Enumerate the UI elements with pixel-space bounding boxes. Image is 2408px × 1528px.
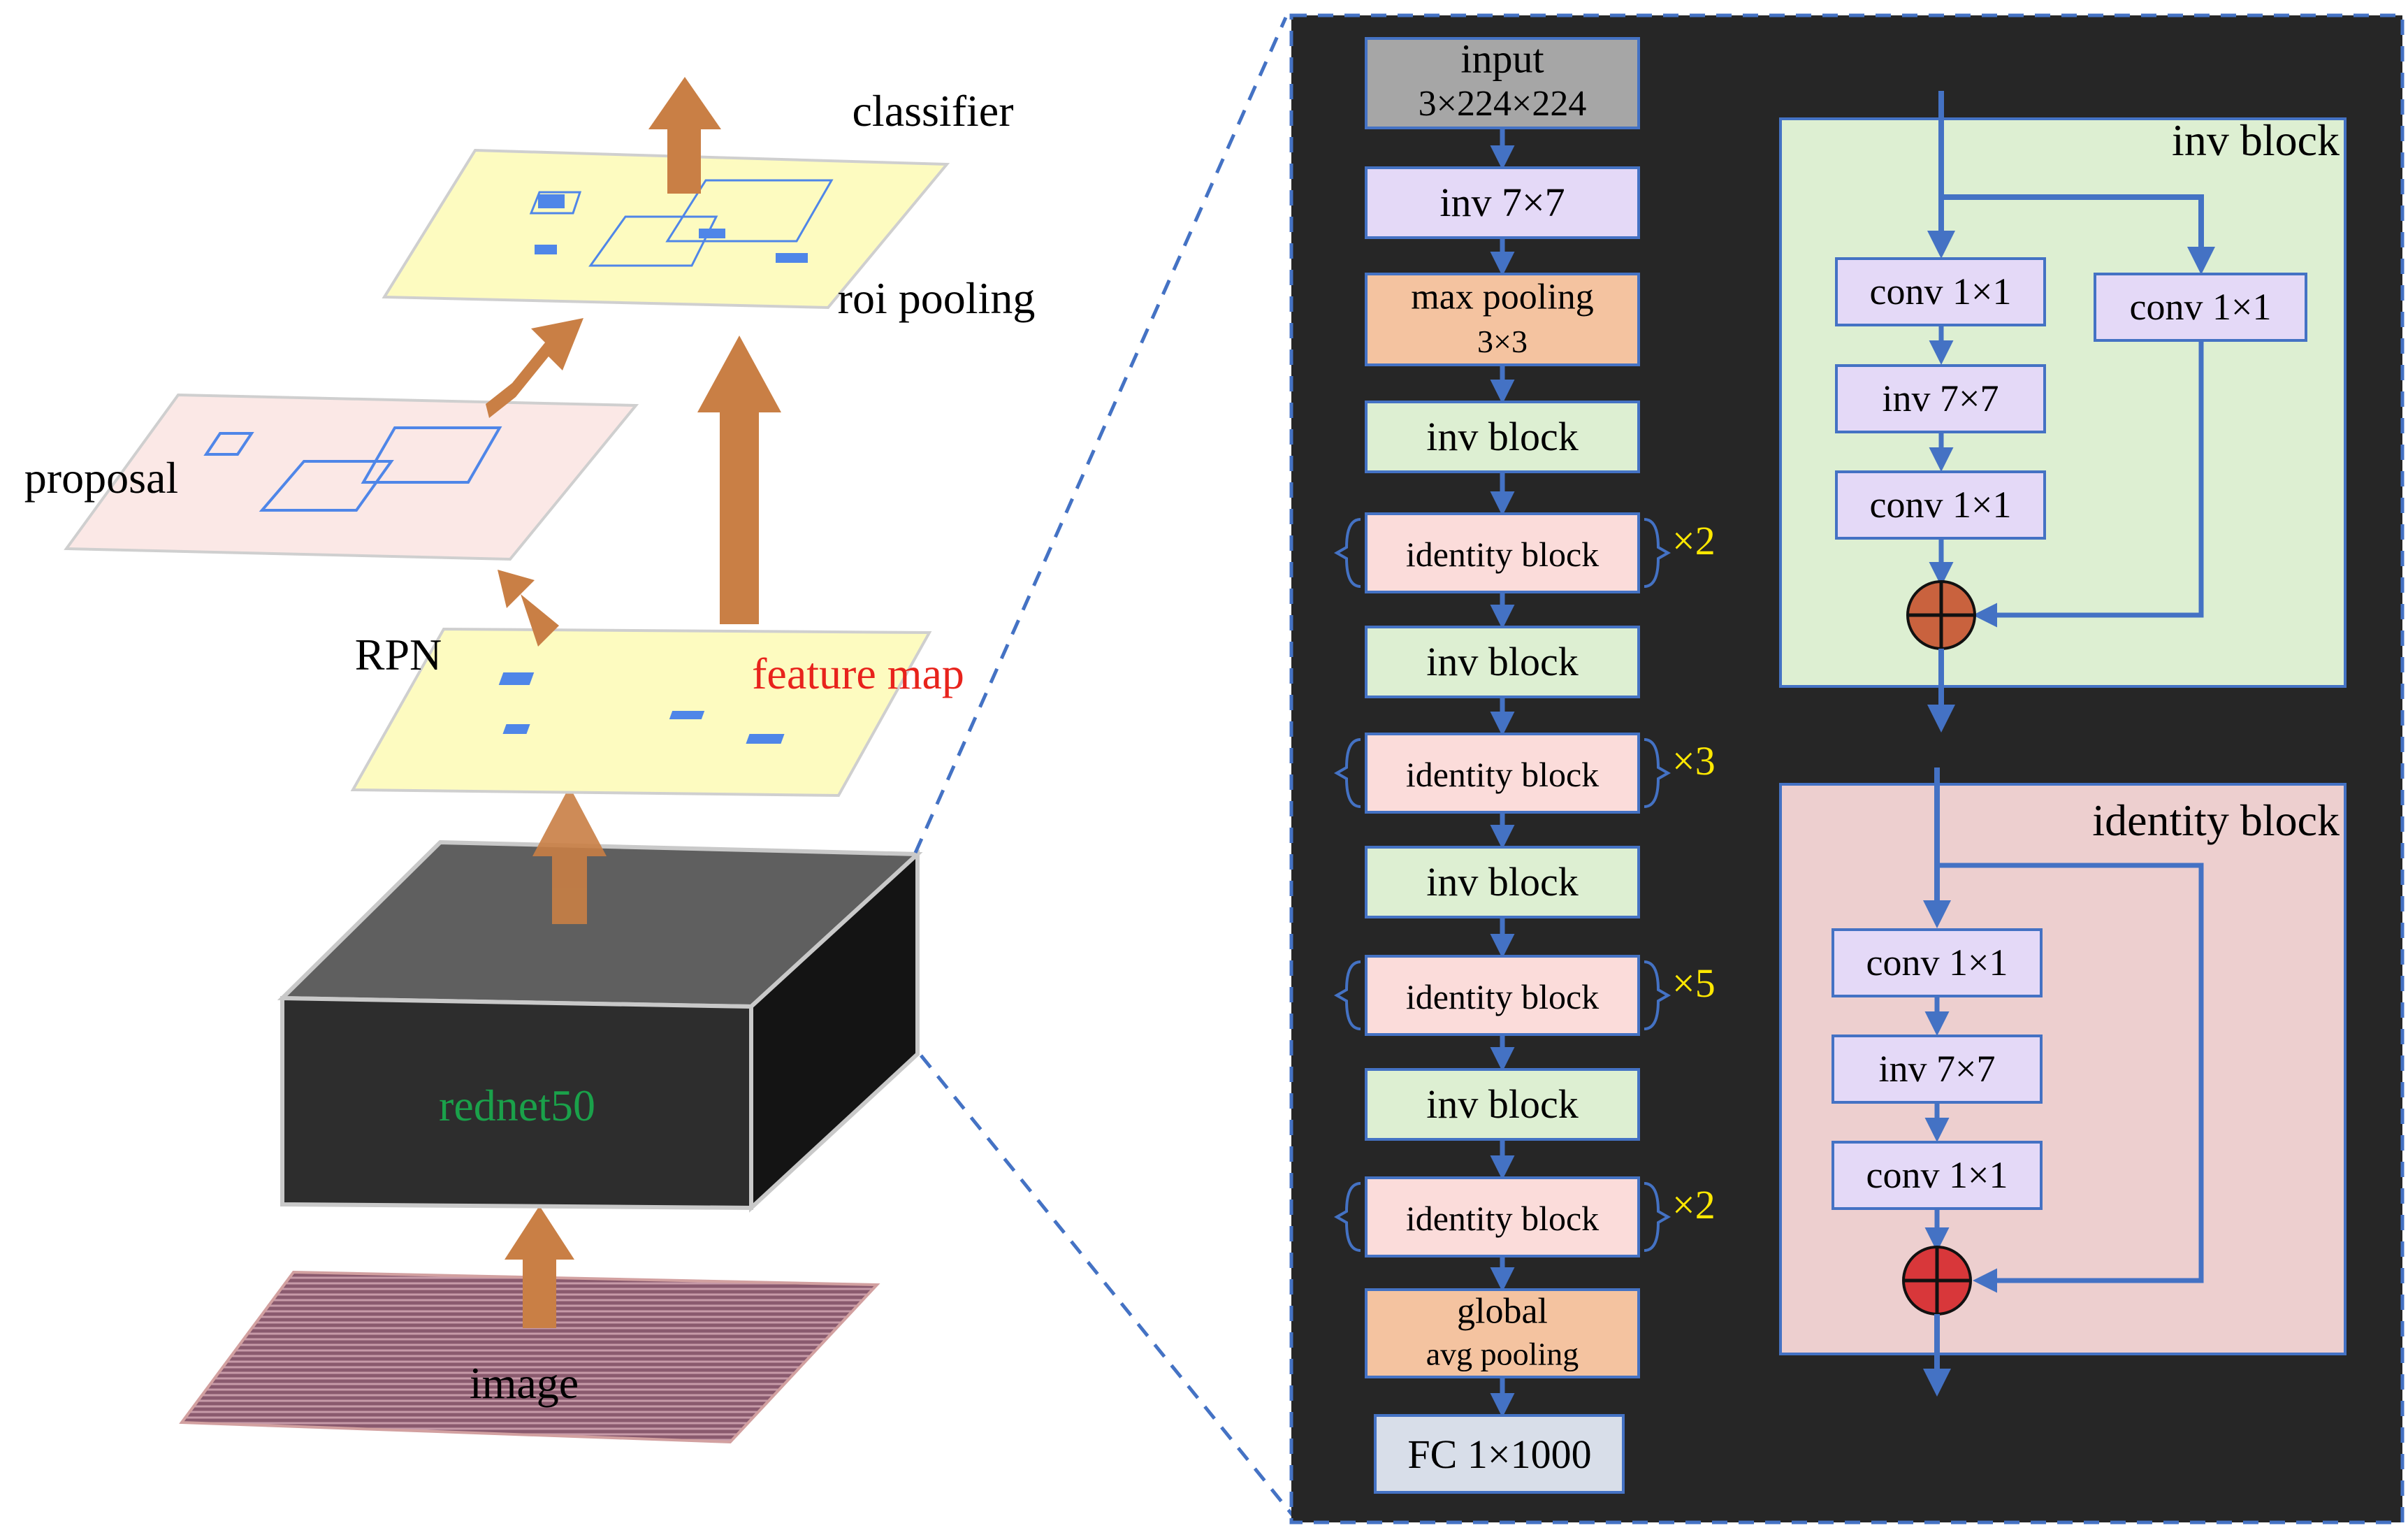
image-plane bbox=[179, 1270, 880, 1444]
pipeline-block-fc: FC 1×1000 bbox=[1374, 1414, 1625, 1494]
detector-overview: image rednet50 RPN feature map bbox=[24, 16, 1294, 1517]
inv-block-detail: inv block conv 1×1 conv 1×1 inv 7×7 conv… bbox=[1779, 91, 2347, 733]
proposal-box bbox=[203, 432, 254, 456]
image-label: image bbox=[470, 1358, 579, 1408]
proposal-box bbox=[361, 426, 502, 484]
repeat-count: ×2 bbox=[1672, 518, 1716, 563]
anchor-box bbox=[746, 734, 785, 744]
proposal-to-roi-arrow bbox=[486, 318, 583, 418]
roi-box-fill bbox=[776, 253, 808, 263]
proposal-box bbox=[259, 460, 394, 512]
backbone-box: rednet50 bbox=[277, 839, 923, 1213]
pipeline-block-sublabel: avg pooling bbox=[1426, 1336, 1579, 1372]
pipeline-block-label: identity block bbox=[1406, 1199, 1599, 1238]
repeat-count: ×3 bbox=[1672, 738, 1716, 784]
pipeline-block-pool: global avg pooling bbox=[1365, 1288, 1640, 1378]
rpn-arrow bbox=[498, 570, 559, 647]
roi-box bbox=[529, 191, 582, 215]
pipeline-block-sublabel: 3×224×224 bbox=[1419, 84, 1587, 124]
repeat-bracket-left bbox=[1333, 1182, 1361, 1252]
feature-map-plane bbox=[350, 627, 932, 798]
repeat-bracket-left bbox=[1333, 960, 1361, 1030]
repeat-bracket-left bbox=[1333, 518, 1361, 588]
feature-map-label: feature map bbox=[752, 649, 964, 698]
anchor-box bbox=[669, 711, 705, 719]
rpn-label: RPN bbox=[355, 630, 442, 679]
pipeline-block-label: input bbox=[1460, 36, 1544, 82]
pipeline-block-sublabel: 3×3 bbox=[1477, 324, 1528, 359]
pipeline-block-identity: identity block ×2 bbox=[1333, 1176, 1716, 1257]
id-conv1x1-b-label: conv 1×1 bbox=[1866, 1154, 2008, 1196]
pipeline-block-identity: identity block ×3 bbox=[1333, 733, 1716, 814]
pipeline-block-label: inv block bbox=[1426, 639, 1578, 684]
proposal-label: proposal bbox=[24, 453, 178, 503]
pipeline-block-label: identity block bbox=[1406, 755, 1599, 794]
repeat-bracket-right bbox=[1644, 518, 1671, 588]
id-conv1x1-a bbox=[1832, 928, 2043, 997]
zoom-line bbox=[920, 1054, 1294, 1517]
featuremap-to-roi-arrow bbox=[697, 336, 781, 624]
pipeline-block-label: inv block bbox=[1426, 1081, 1578, 1127]
pipeline-block-identity: identity block ×2 bbox=[1333, 512, 1716, 593]
roi-pooling-label: roi pooling bbox=[838, 273, 1036, 323]
pipeline-block-label: inv 7×7 bbox=[1439, 180, 1565, 225]
inv-inv7x7-label: inv 7×7 bbox=[1883, 377, 1999, 419]
pipeline-block-pool: max pooling 3×3 bbox=[1365, 273, 1640, 366]
repeat-bracket-left bbox=[1333, 738, 1361, 808]
roi-box bbox=[665, 179, 834, 243]
pipeline-block-label: identity block bbox=[1406, 977, 1599, 1016]
pipeline-block-label: max pooling bbox=[1411, 277, 1593, 317]
repeat-count: ×5 bbox=[1672, 960, 1716, 1006]
id-conv1x1-b bbox=[1832, 1141, 2043, 1210]
roi-box-fill bbox=[538, 194, 565, 208]
roi-box-fill bbox=[535, 245, 557, 254]
anchor-box bbox=[498, 672, 535, 685]
add-icon bbox=[1902, 1246, 1972, 1316]
image-to-backbone-arrow bbox=[505, 1206, 574, 1328]
repeat-bracket-right bbox=[1644, 1182, 1671, 1252]
inv-conv1x1-b-label: conv 1×1 bbox=[1870, 484, 2012, 526]
pipeline-block-label: FC 1×1000 bbox=[1407, 1432, 1591, 1477]
pipeline-block-inv: inv 7×7 bbox=[1365, 166, 1640, 239]
id-inv7x7-label: inv 7×7 bbox=[1879, 1048, 1996, 1090]
classifier-arrow bbox=[648, 77, 721, 194]
pipeline-block-label: inv block bbox=[1426, 859, 1578, 904]
roi-box bbox=[588, 215, 718, 267]
inv-conv1x1-a-label: conv 1×1 bbox=[1870, 271, 2012, 312]
repeat-bracket-right bbox=[1644, 738, 1671, 808]
repeat-count: ×2 bbox=[1672, 1182, 1716, 1227]
pipeline-block-invblock: inv block bbox=[1365, 1068, 1640, 1141]
pipeline-block-invblock: inv block bbox=[1365, 846, 1640, 918]
pipeline-block-label: inv block bbox=[1426, 414, 1578, 459]
pipeline-block-label: identity block bbox=[1406, 535, 1599, 574]
id-conv1x1-a-label: conv 1×1 bbox=[1866, 942, 2008, 983]
pipeline-block-invblock: inv block bbox=[1365, 626, 1640, 698]
backbone-label: rednet50 bbox=[439, 1081, 595, 1130]
pipeline-block-identity: identity block ×5 bbox=[1333, 955, 1716, 1036]
inv-shortcut-conv bbox=[2094, 273, 2307, 342]
inv-shortcut-conv-label: conv 1×1 bbox=[2130, 286, 2272, 328]
anchor-box bbox=[502, 724, 530, 734]
identity-block-title: identity block bbox=[2092, 795, 2340, 845]
roi-box-fill bbox=[699, 229, 725, 238]
roi-pooling-plane bbox=[382, 148, 950, 310]
pipeline-block-label: global bbox=[1457, 1292, 1548, 1332]
identity-block-detail: identity block conv 1×1 inv 7×7 conv 1×1 bbox=[1779, 767, 2347, 1397]
pipeline-block-invblock: inv block bbox=[1365, 401, 1640, 473]
inv-block-title: inv block bbox=[2172, 115, 2340, 165]
repeat-bracket-right bbox=[1644, 960, 1671, 1030]
classifier-label: classifier bbox=[853, 86, 1014, 136]
zoom-line bbox=[913, 16, 1288, 854]
add-icon bbox=[1906, 580, 1976, 650]
backbone-to-featuremap-arrow bbox=[532, 786, 607, 924]
